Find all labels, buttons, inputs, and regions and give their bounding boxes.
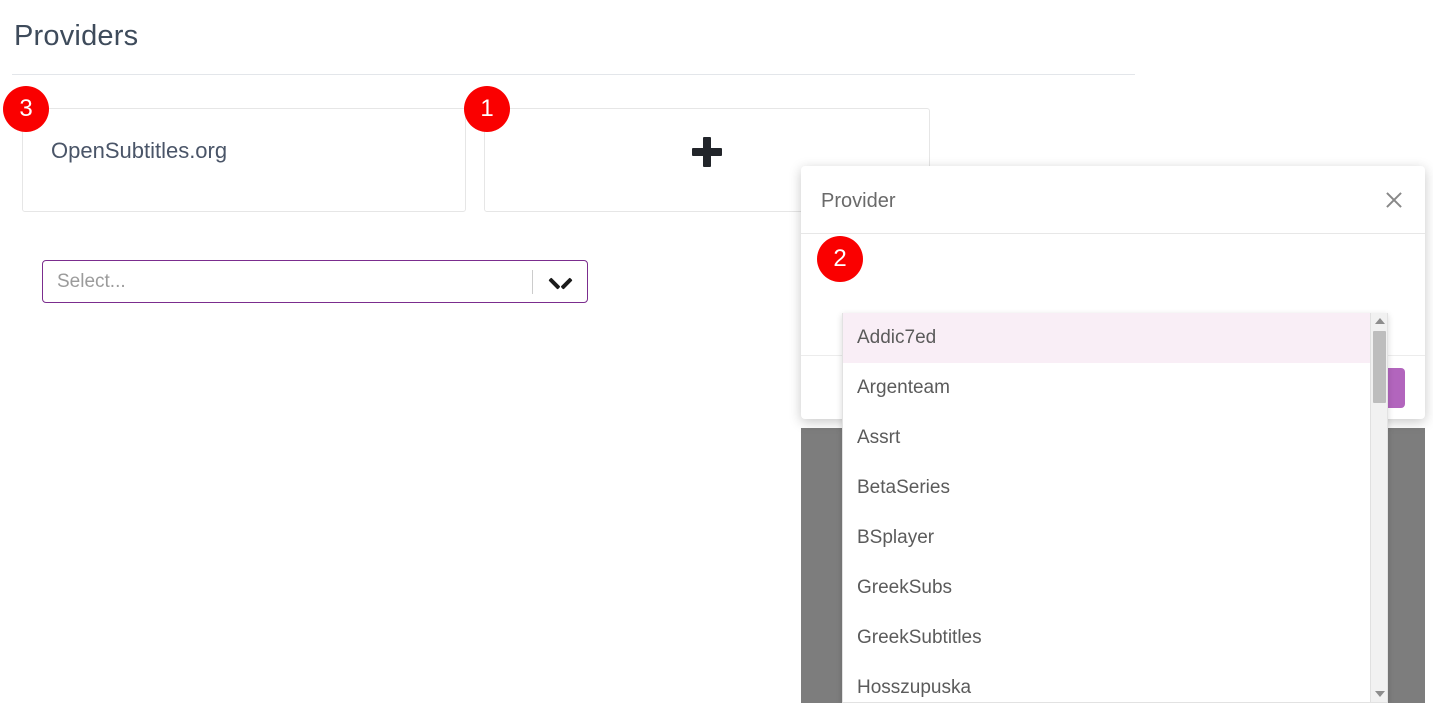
provider-option[interactable]: BetaSeries	[857, 477, 950, 498]
close-icon[interactable]	[1382, 188, 1406, 212]
title-divider	[12, 74, 1135, 75]
provider-option[interactable]: Argenteam	[857, 377, 950, 398]
provider-select-placeholder: Select...	[57, 270, 126, 292]
provider-option[interactable]: Assrt	[857, 427, 901, 448]
step-badge-1: 1	[464, 86, 510, 132]
provider-select[interactable]: Select...	[42, 260, 588, 303]
provider-card-label: OpenSubtitles.org	[51, 138, 228, 163]
dropdown-scrollbar[interactable]	[1370, 313, 1387, 702]
scroll-down-arrow-icon[interactable]	[1371, 686, 1387, 702]
provider-card-opensubtitles[interactable]: OpenSubtitles.org	[22, 108, 466, 212]
scrollbar-thumb[interactable]	[1373, 331, 1386, 403]
select-separator	[532, 269, 533, 294]
scroll-up-arrow-icon[interactable]	[1371, 313, 1387, 329]
modal-header: Provider	[801, 166, 1425, 234]
page-title: Providers	[14, 20, 139, 52]
provider-option[interactable]: GreekSubs	[857, 577, 953, 598]
provider-option[interactable]: GreekSubtitles	[857, 627, 982, 648]
step-badge-2: 2	[817, 236, 863, 282]
provider-option[interactable]: Hosszupuska	[857, 677, 972, 698]
plus-icon	[692, 137, 722, 167]
modal-title: Provider	[821, 190, 896, 212]
provider-option[interactable]: BSplayer	[857, 527, 935, 548]
provider-option[interactable]: Addic7ed	[843, 313, 1370, 363]
chevron-down-icon[interactable]	[533, 276, 587, 287]
step-badge-3: 3	[3, 86, 49, 132]
